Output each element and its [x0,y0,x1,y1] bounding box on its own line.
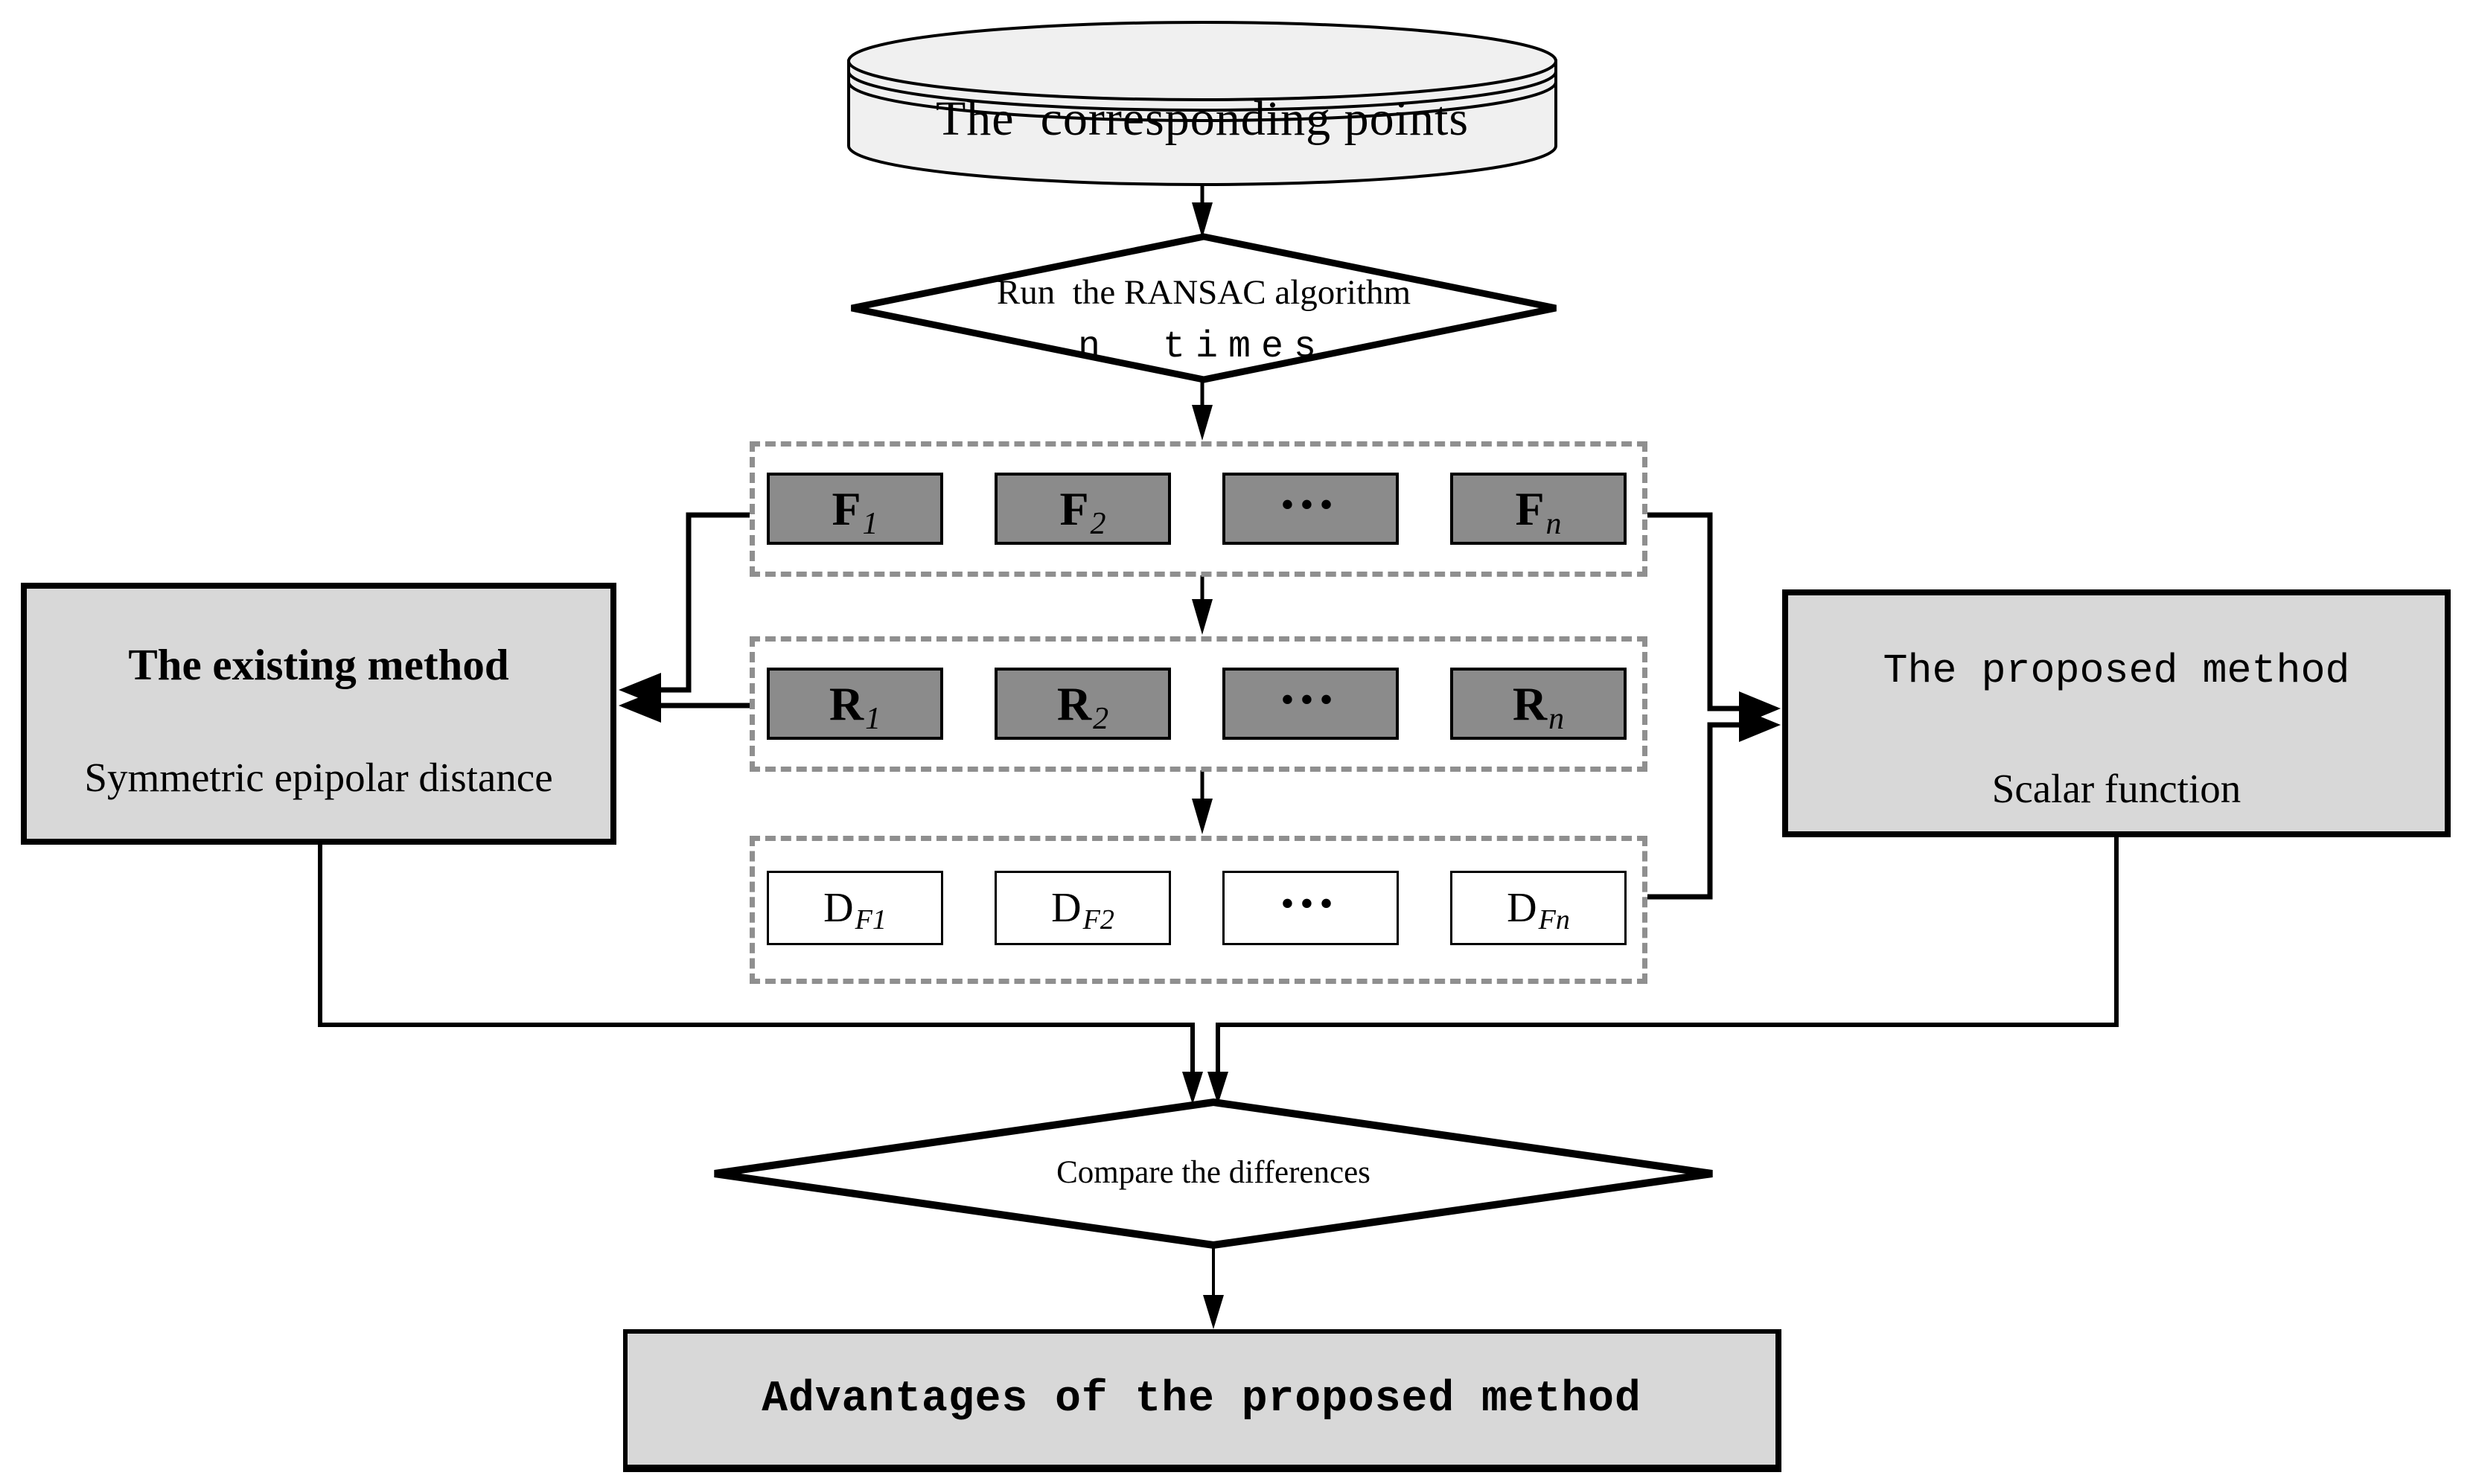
d-row-ellipsis-box: ••• [1222,871,1399,945]
r-row-ellipsis-box: ••• [1222,668,1399,740]
df1-subscript: F1 [855,904,887,936]
df2-label: D [1051,885,1082,931]
f2-label: F [1059,482,1089,535]
rn-label: R [1512,677,1548,730]
connector-d-row-to-proposed-method [1647,708,1781,900]
r2-subscript: 2 [1093,701,1109,736]
r1-label: R [829,677,864,730]
cylinder-label: The corresponding points [935,92,1470,146]
existing-method-title: The existing method [128,640,509,689]
connector-proposed-method-to-compare [1207,837,2119,1104]
d-row-dashed-container [750,836,1647,984]
database-cylinder-shape [847,21,1557,186]
compare-diamond-label: Compare the differences [1056,1155,1370,1190]
existing-method-subtitle: Symmetric epipolar distance [84,755,553,800]
arrow-ransac-to-f-row [1192,378,1213,441]
cylinder-rim-line-2 [847,81,1557,122]
r-row-dashed-container [750,636,1647,772]
ransac-diamond-label-line2: n times [1077,326,1327,368]
connector-f-row-to-proposed-method [1647,512,1781,726]
proposed-method-title: The proposed method [1883,647,2350,694]
f2-subscript: 2 [1090,506,1106,541]
f-row-dashed-container [750,441,1647,577]
arrow-r-row-to-d-row [1192,770,1213,834]
result-box-label: Advantages of the proposed method [762,1375,1641,1424]
ransac-diamond-label-line1: Run the RANSAC algorithm [996,273,1411,312]
connector-f-row-to-existing-method [619,512,750,707]
dfn-label: D [1507,885,1537,931]
proposed-method-subtitle: Scalar function [1991,766,2241,811]
fn-subscript: n [1545,506,1562,541]
r1-subscript: 1 [865,701,881,736]
d-row-ellipsis: ••• [1281,884,1340,922]
r2-label: R [1056,677,1092,730]
f1-subscript: 1 [862,506,878,541]
f-row-ellipsis: ••• [1281,484,1340,523]
existing-method-box: The existing method Symmetric epipolar d… [21,583,616,845]
cylinder-rim-line-1 [847,71,1557,112]
cylinder-top-ellipse [847,21,1557,101]
arrow-f-row-to-r-row [1192,575,1213,635]
dfn-subscript: Fn [1538,904,1570,936]
rn-subscript: n [1548,701,1565,736]
proposed-method-box: The proposed method Scalar function [1782,589,2451,837]
fn-label: F [1515,482,1545,535]
f-row-ellipsis-box: ••• [1222,473,1399,545]
result-box: Advantages of the proposed method [623,1329,1781,1472]
df2-subscript: F2 [1082,904,1114,936]
arrow-cylinder-to-ransac [1192,183,1213,238]
f1-label: F [832,482,861,535]
connector-r-row-to-existing-method [619,688,750,723]
r-row-ellipsis: ••• [1281,679,1340,718]
arrow-compare-to-result [1203,1245,1224,1329]
df1-label: D [823,885,854,931]
connector-existing-method-to-compare [318,844,1203,1104]
